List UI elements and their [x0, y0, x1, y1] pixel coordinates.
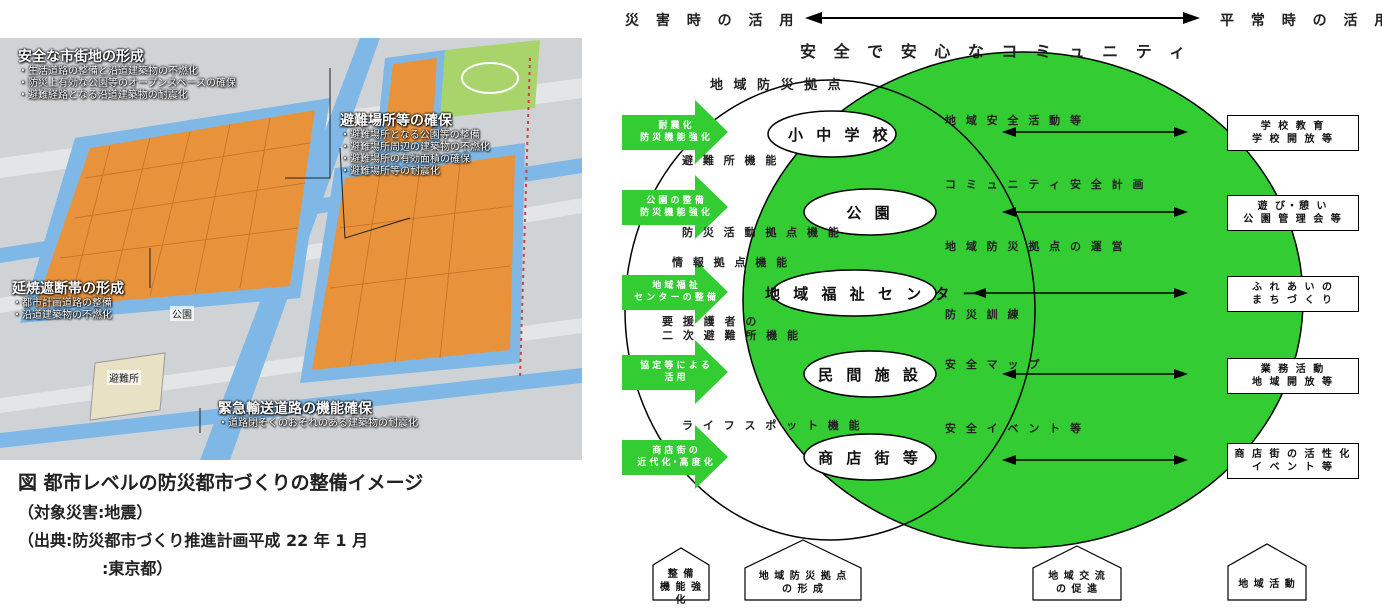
callout-title: 避難場所等の確保 — [340, 113, 452, 129]
side-box-park: 遊 び・憩 い 公 園 管 理 会 等 — [1227, 195, 1359, 231]
callout-line: ・避難場所の有効面積の確保 — [340, 154, 470, 165]
callout-line: ・避難経路となる沿道建築物の耐震化 — [18, 90, 188, 101]
side-box-line: 学 校 教 育 — [1260, 121, 1326, 132]
function-evacuation: 避 難 所 機 能 — [682, 154, 780, 167]
city-aerial-view — [0, 38, 582, 460]
side-box-business: 業 務 活 動 地 域 開 放 等 — [1227, 358, 1359, 394]
side-box-line: 学 校 開 放 等 — [1252, 134, 1334, 145]
arrow-text-welfare: 地 域 福 祉 セ ン タ ー の 整 備 — [625, 280, 725, 304]
community-item-event: 安 全 イ ベ ン ト 等 — [945, 422, 1084, 435]
shelter-tag: 避難所 — [107, 370, 141, 385]
arrow-text-agreement: 協 定 等 に よ る 活 用 — [625, 360, 725, 384]
function-secondary-shelter: 二 次 避 難 所 機 能 — [662, 329, 801, 342]
arrow-line: 地 域 福 祉 — [652, 281, 698, 291]
house-line: 地 域 活 動 — [1238, 579, 1296, 590]
side-box-line: 商 店 街 の 活 性 化 — [1234, 449, 1352, 460]
callout-line: ・避難場所等の耐震化 — [340, 166, 440, 177]
house-line: の 促 進 — [1056, 584, 1098, 595]
header-disaster-use: 災 害 時 の 活 用 — [625, 13, 800, 29]
community-diagram: 災 害 時 の 活 用 平 常 時 の 活 用 安 全 で 安 心 な コ ミ … — [600, 0, 1382, 609]
callout-line: ・都市計画道路の整備 — [12, 298, 112, 309]
caption-source-cont: :東京都） — [102, 559, 173, 578]
house-line: 機 能 強 化 — [660, 582, 702, 606]
arrow-line: 商 店 街 の — [652, 446, 698, 456]
header-normal-use: 平 常 時 の 活 用 — [1220, 13, 1382, 29]
side-box-line: 公 園 管 理 会 等 — [1243, 214, 1343, 225]
arrow-line: 近 代 化・高 度 化 — [637, 458, 713, 468]
side-box-line: 遊 び・憩 い — [1257, 201, 1329, 212]
callout-line: ・防災上有効な公園等のオープンスペースの確保 — [18, 78, 236, 89]
side-box-community: ふ れ あ い の ま ち づ く り — [1227, 276, 1359, 312]
house-maintenance: 整 備 機 能 強 化 — [653, 568, 709, 607]
caption-source: （出典:防災都市づくり推進計画平成 22 年 1 月 — [18, 531, 369, 550]
arrow-line: 防 災 機 能 強 化 — [640, 208, 710, 218]
community-item-safety: 地 域 安 全 活 動 等 — [945, 114, 1084, 127]
house-line: 地 域 防 災 拠 点 — [758, 571, 848, 582]
callout-line: ・生活道路の整備と沿道建築物の不燃化 — [18, 66, 198, 77]
side-box-line: ま ち づ く り — [1252, 295, 1334, 306]
community-item-drill: 防 災 訓 練 — [945, 308, 1022, 321]
callout-safe-urban-area: 安全な市街地の形成 ・生活道路の整備と沿道建築物の不燃化 ・防災上有効な公園等の… — [18, 46, 236, 102]
side-box-school: 学 校 教 育 学 校 開 放 等 — [1227, 115, 1359, 151]
function-vulnerable: 要 援 護 者 の — [662, 315, 760, 328]
house-line: 地 域 交 流 — [1048, 571, 1106, 582]
diagram-shapes — [622, 12, 1307, 601]
side-box-line: 業 務 活 動 — [1260, 364, 1326, 375]
house-exchange: 地 域 交 流 の 促 進 — [1033, 570, 1121, 596]
arrow-line: セ ン タ ー の 整 備 — [634, 293, 716, 303]
side-box-line: イ ベ ン ト 等 — [1252, 462, 1334, 473]
arrow-line: 活 用 — [664, 373, 686, 383]
arrow-line: 防 災 機 能 強 化 — [640, 133, 710, 143]
arrow-text-shopping: 商 店 街 の 近 代 化・高 度 化 — [625, 445, 725, 469]
urban-disaster-prevention-illustration: 安全な市街地の形成 ・生活道路の整備と沿道建築物の不燃化 ・防災上有効な公園等の… — [0, 38, 582, 460]
park-tag: 公園 — [170, 306, 194, 321]
arrow-text-seismic: 耐 震 化 防 災 機 能 強 化 — [625, 120, 725, 144]
base-label: 地 域 防 災 拠 点 — [710, 78, 844, 93]
community-item-plan: コ ミ ュ ニ テ ィ 安 全 計 画 — [945, 178, 1147, 191]
house-line: 整 備 — [667, 569, 695, 580]
function-activity-base: 防 災 活 動 拠 点 機 能 — [682, 226, 842, 239]
callout-line: ・避難場所となる公園等の整備 — [340, 130, 480, 141]
oval-shopping-street: 商 店 街 等 — [818, 449, 922, 467]
side-box-line: ふ れ あ い の — [1252, 282, 1334, 293]
oval-private-facility: 民 間 施 設 — [818, 366, 922, 384]
arrow-text-park: 公 園 の 整 備 防 災 機 能 強 化 — [625, 195, 725, 219]
oval-welfare-center: 地 域 福 祉 セ ン タ ー — [765, 285, 982, 303]
callout-title: 緊急輸送道路の機能確保 — [218, 401, 372, 417]
arrow-line: 協 定 等 に よ る — [640, 361, 710, 371]
caption-target: （対象災害:地震） — [18, 503, 153, 522]
house-line: の 形 成 — [782, 584, 824, 595]
community-item-map: 安 全 マ ッ プ — [945, 358, 1043, 371]
function-info-base: 情 報 拠 点 機 能 — [672, 256, 791, 269]
arrow-line: 耐 震 化 — [658, 121, 692, 131]
callout-line: ・避難場所周辺の建築物の不燃化 — [340, 142, 490, 153]
callout-firebreak-belt: 延焼遮断帯の形成 ・都市計画道路の整備 ・沿道建築物の不燃化 — [12, 278, 124, 322]
callout-title: 延焼遮断帯の形成 — [12, 281, 124, 297]
house-base-formation: 地 域 防 災 拠 点 の 形 成 — [745, 570, 861, 596]
oval-park: 公 園 — [846, 204, 894, 222]
function-lifespot: ラ イ フ ス ポ ッ ト 機 能 — [682, 419, 863, 432]
side-box-shopping: 商 店 街 の 活 性 化 イ ベ ン ト 等 — [1227, 443, 1359, 479]
callout-title: 安全な市街地の形成 — [18, 49, 144, 65]
figure-title: 図 都市レベルの防災都市づくりの整備イメージ — [18, 472, 424, 494]
callout-line: ・沿道建築物の不燃化 — [12, 310, 112, 321]
side-box-line: 地 域 開 放 等 — [1252, 377, 1334, 388]
callout-emergency-road: 緊急輸送道路の機能確保 ・道路閉そくのおそれのある建築物の耐震化 — [218, 398, 418, 430]
community-title: 安 全 で 安 心 な コ ミ ュ ニ テ ィ — [800, 42, 1192, 61]
arrow-line: 公 園 の 整 備 — [646, 196, 704, 206]
callout-evacuation-site: 避難場所等の確保 ・避難場所となる公園等の整備 ・避難場所周辺の建築物の不燃化 … — [340, 110, 490, 178]
house-activity: 地 域 活 動 — [1228, 578, 1306, 591]
callout-line: ・道路閉そくのおそれのある建築物の耐震化 — [218, 418, 418, 429]
oval-school: 小 中 学 校 — [788, 126, 892, 144]
figure-caption: 図 都市レベルの防災都市づくりの整備イメージ （対象災害:地震） （出典:防災都… — [18, 468, 423, 579]
community-item-operation: 地 域 防 災 拠 点 の 運 営 — [945, 240, 1126, 253]
